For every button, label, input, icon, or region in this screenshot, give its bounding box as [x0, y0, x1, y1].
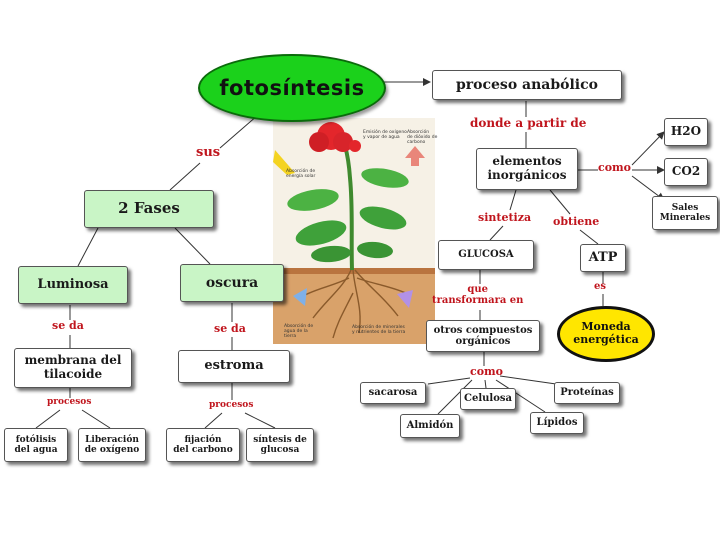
node-lipidos: Lípidos — [530, 412, 584, 434]
node-estroma: estroma — [178, 350, 290, 383]
edge-procesos-fotolisis — [36, 410, 60, 428]
edge-sintetiza-glucosa — [490, 226, 503, 240]
node-label: Almidón — [407, 420, 454, 432]
edge-obtiene-atp — [580, 230, 598, 244]
node-fotolisis: fotólisis del agua — [4, 428, 68, 462]
node-luminosa: Luminosa — [18, 266, 128, 304]
node-label: ATP — [589, 251, 618, 266]
link-se-da: se da — [52, 320, 84, 332]
node-moneda-energetica: Moneda energética — [557, 306, 655, 362]
node-label: estroma — [204, 359, 263, 374]
link-donde-a-partir-de: donde a partir de — [470, 117, 586, 130]
link-procesos: procesos — [209, 401, 253, 411]
node-label: 2 Fases — [118, 200, 180, 217]
node-oscura: oscura — [180, 264, 284, 302]
node-label: Moneda energética — [573, 321, 639, 346]
node-label: oscura — [206, 275, 258, 291]
node-label: elementos inorgánicos — [487, 155, 566, 183]
node-label: sacarosa — [369, 387, 418, 399]
node-2-fases: 2 Fases — [84, 190, 214, 228]
link-obtiene: obtiene — [553, 216, 599, 228]
node-label: otros compuestos orgánicos — [434, 325, 533, 348]
link-es: es — [594, 281, 606, 292]
node-label: síntesis de glucosa — [253, 435, 307, 456]
node-label: GLUCOSA — [458, 249, 513, 261]
edge-root-sus — [220, 115, 258, 148]
edge-procesos-sintesis — [245, 413, 275, 428]
node-liberacion-oxigeno: Liberación de oxígeno — [78, 428, 146, 462]
root-label: fotosíntesis — [219, 76, 364, 100]
edge-elementos-obtiene — [550, 190, 570, 214]
node-glucosa: GLUCOSA — [438, 240, 534, 270]
edge-procesos-liberacion — [82, 410, 110, 428]
link-sintetiza: sintetiza — [478, 212, 531, 224]
node-sales-minerales: Sales Minerales — [652, 196, 718, 230]
node-co2: CO2 — [664, 158, 708, 186]
node-proceso-anabolico: proceso anabólico — [432, 70, 622, 100]
link-como: como — [598, 162, 631, 174]
edge-procesos-fijacion — [205, 413, 222, 428]
node-atp: ATP — [580, 244, 626, 272]
node-label: H2O — [671, 125, 701, 139]
caption-agua: Absorción de agua de la tierra — [284, 325, 313, 340]
link-se-da: se da — [214, 323, 246, 335]
flower — [309, 132, 329, 152]
caption-luz: Absorción de energía solar — [286, 170, 315, 180]
edge-como-h2o — [632, 132, 664, 165]
node-sintesis-glucosa: síntesis de glucosa — [246, 428, 314, 462]
node-label: fijación del carbono — [173, 435, 232, 456]
node-label: Luminosa — [37, 278, 108, 293]
link-procesos: procesos — [47, 398, 91, 408]
node-label: Proteínas — [560, 387, 614, 399]
edge-sus-fases — [170, 163, 200, 190]
node-label: Sales Minerales — [660, 203, 710, 224]
bud — [349, 140, 361, 152]
node-label: Celulosa — [464, 393, 512, 405]
node-label: Liberación de oxígeno — [85, 435, 140, 456]
root-node: fotosíntesis — [198, 54, 386, 122]
link-como: como — [470, 366, 503, 378]
node-fijacion-carbono: fijación del carbono — [166, 428, 240, 462]
node-otros-compuestos: otros compuestos orgánicos — [426, 320, 540, 352]
edge-elementos-sintetiza — [510, 190, 516, 210]
edge-como-proteinas — [500, 376, 556, 384]
link-que-transformara-en: que transformara en — [432, 284, 523, 306]
node-almidon: Almidón — [400, 414, 460, 438]
node-sacarosa: sacarosa — [360, 382, 426, 404]
node-label: fotólisis del agua — [14, 435, 57, 456]
link-sus: sus — [196, 146, 220, 160]
node-proteinas: Proteínas — [554, 382, 620, 404]
edge-como-celulosa — [485, 380, 486, 388]
node-label: CO2 — [672, 165, 700, 179]
plant-illustration — [273, 118, 435, 344]
node-membrana-tilacoide: membrana del tilacoide — [14, 348, 132, 388]
caption-minerales: Absorción de minerales y nutrientes de l… — [352, 326, 405, 336]
caption-co2: Absorción de dióxido de carbono — [407, 131, 437, 146]
node-h2o: H2O — [664, 118, 708, 146]
node-elementos-inorganicos: elementos inorgánicos — [476, 148, 578, 190]
edge-como-sacarosa — [428, 378, 470, 384]
edge-fases-oscura — [175, 228, 210, 264]
caption-salida: Emisión de oxígeno y vapor de agua — [363, 131, 407, 141]
edge-fases-luminosa — [78, 228, 98, 266]
node-celulosa: Celulosa — [460, 388, 516, 410]
node-label: Lípidos — [537, 417, 578, 429]
node-label: proceso anabólico — [456, 77, 598, 93]
node-label: membrana del tilacoide — [25, 354, 122, 382]
